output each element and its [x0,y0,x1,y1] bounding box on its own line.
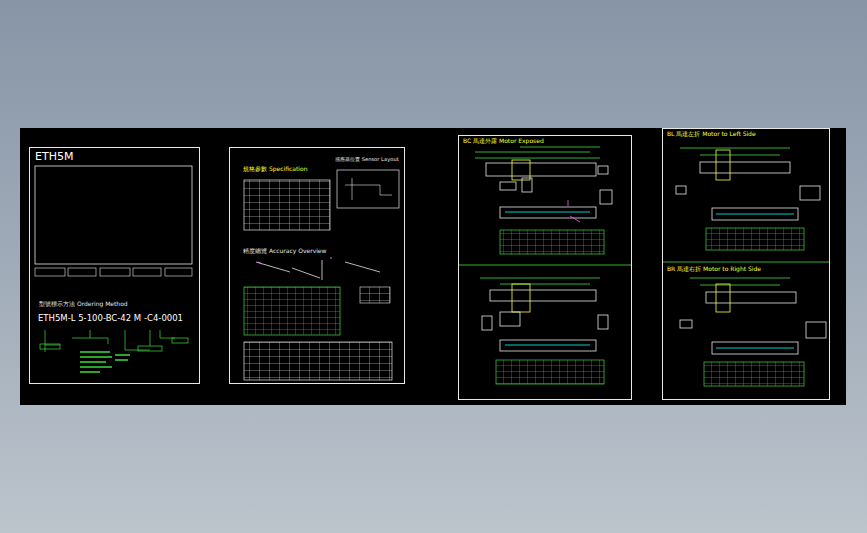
sheet-frame: ETH5M 型號標示方法 Ordering MethodETH5M-L 5-100… [29,147,200,384]
section-heading: BL 馬達左折 Motor to Left Side [666,131,757,138]
sheet-frame: 規格參數 Specification 感應器位置 Sensor Layout 精度總… [229,147,405,384]
title-text: ETH5M [34,151,74,164]
section-heading: 精度總覽 Accuracy Overview [242,248,327,255]
section-heading: BR 馬達右折 Motor to Right Side [666,266,762,273]
model-code: ETH5M-L 5-100-BC-42 M -C4-0001 [37,314,184,324]
section-heading: 規格參數 Specification [242,166,308,173]
section-heading: 感應器位置 Sensor Layout [334,157,400,163]
sheet-frame: BC 馬達外露 Motor Exposed [458,135,632,400]
section-heading: BC 馬達外露 Motor Exposed [462,138,545,145]
section-heading: 型號標示方法 Ordering Method [38,301,129,308]
sheet-frame: BL 馬達左折 Motor to Left Side BR 馬達右折 Motor … [662,128,830,400]
